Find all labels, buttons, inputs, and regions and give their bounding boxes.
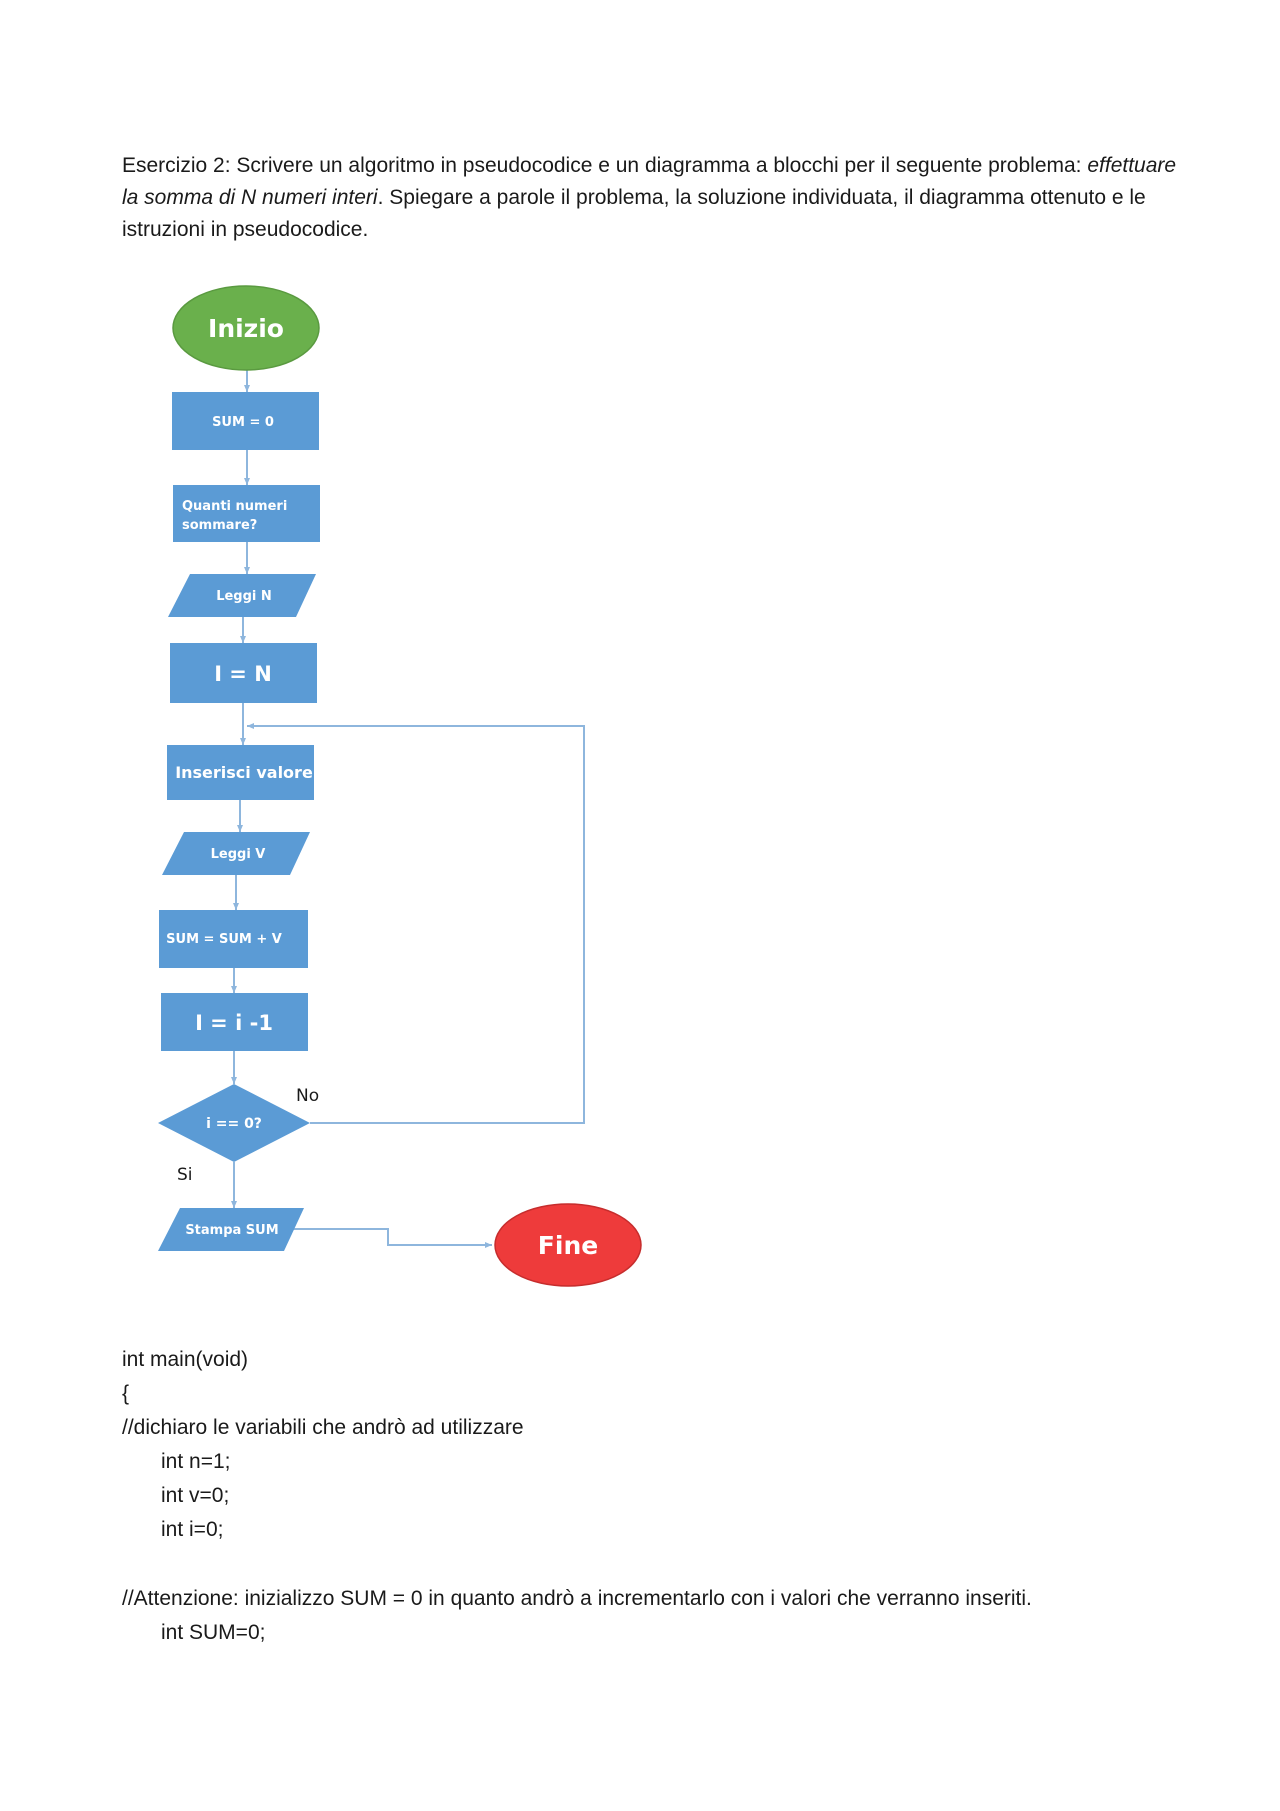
node-end: Fine (494, 1203, 642, 1287)
node-start: Inizio (172, 285, 320, 371)
arrow-loop-back-no (247, 723, 585, 1124)
node-ask-count-line2: sommare? (182, 518, 257, 533)
node-read-v-label: Leggi V (211, 847, 266, 862)
node-ask-value-label: Inserisci valore (175, 763, 313, 782)
node-decrement: I = i -1 (161, 993, 308, 1051)
code-line-6: int i=0; (161, 1518, 224, 1541)
code-line-2: { (122, 1382, 130, 1405)
code-line-8: int SUM=0; (161, 1621, 266, 1644)
node-ask-count: Quanti numeri sommare? (173, 485, 320, 542)
code-line-1: int main(void) (122, 1348, 249, 1371)
node-start-label: Inizio (208, 314, 284, 343)
node-read-v: Leggi V (162, 832, 310, 875)
node-ask-count-line1: Quanti numeri (182, 499, 287, 514)
node-condition: i == 0? (158, 1084, 310, 1162)
node-read-n: Leggi N (168, 574, 316, 617)
node-read-n-label: Leggi N (216, 589, 272, 604)
node-condition-label: i == 0? (206, 1116, 262, 1132)
node-print-sum: Stampa SUM (158, 1208, 304, 1251)
node-set-i-label: I = N (214, 662, 272, 686)
exercise-text: Esercizio 2: Scrivere un algoritmo in ps… (122, 150, 1182, 246)
node-print-sum-label: Stampa SUM (185, 1223, 278, 1238)
code-line-7: //Attenzione: inizializzo SUM = 0 in qua… (122, 1587, 1032, 1610)
exercise-emphasis: effettuare la somma di N numeri interi (122, 154, 1177, 209)
node-set-i: I = N (170, 643, 317, 703)
node-accumulate: SUM = SUM + V (159, 910, 308, 968)
code-line-3: //dichiaro le variabili che andrò ad uti… (122, 1416, 524, 1439)
code-line-4: int n=1; (161, 1450, 231, 1473)
node-end-label: Fine (538, 1231, 598, 1260)
node-sum-init: SUM = 0 (172, 392, 319, 450)
edge-label-yes: Si (177, 1165, 193, 1185)
connectors (231, 370, 585, 1248)
edge-label-no: No (296, 1086, 319, 1106)
exercise-suffix: . Spiegare a parole il problema, la solu… (122, 186, 1146, 241)
exercise-prefix: Esercizio 2: Scrivere un algoritmo in ps… (122, 154, 1088, 177)
arrow-print-to-end (292, 1228, 492, 1248)
node-ask-value: Inserisci valore (167, 745, 314, 800)
node-decrement-label: I = i -1 (195, 1011, 273, 1035)
code-line-5: int v=0; (161, 1484, 230, 1507)
node-accumulate-label: SUM = SUM + V (166, 932, 282, 947)
node-sum-init-label: SUM = 0 (212, 415, 274, 430)
